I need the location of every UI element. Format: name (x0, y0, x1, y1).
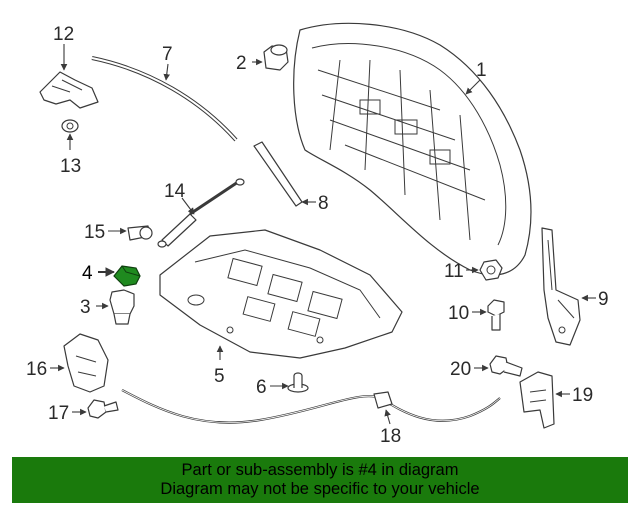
hinge-bolt[interactable] (487, 299, 505, 331)
callout-15: 15 (84, 222, 105, 243)
callout-2: 2 (236, 53, 247, 74)
callout-10: 10 (448, 303, 469, 324)
push-pin-retainer[interactable] (287, 372, 309, 393)
ball-stud[interactable] (127, 225, 153, 241)
hood-support-strut[interactable] (157, 178, 245, 248)
hinge-nut[interactable] (479, 259, 503, 281)
callout-3: 3 (80, 297, 91, 318)
hood-panel[interactable] (293, 22, 532, 276)
banner-line-1: Part or sub-assembly is #4 in diagram (181, 461, 459, 479)
callout-5: 5 (214, 366, 225, 387)
callout-11: 11 (444, 261, 464, 282)
callout-14: 14 (164, 181, 186, 202)
hood-seal-weatherstrip[interactable] (91, 56, 238, 142)
callout-4: 4 (82, 263, 93, 284)
callout-13: 13 (60, 156, 81, 177)
callout-20: 20 (450, 359, 471, 380)
bumper-stop[interactable] (263, 44, 289, 71)
callout-6: 6 (256, 377, 267, 398)
hood-edge-strip[interactable] (253, 141, 303, 207)
hood-latch-bracket[interactable] (39, 71, 99, 109)
highlighted-part-4-clip[interactable] (113, 265, 141, 287)
part-info-banner: Part or sub-assembly is #4 in diagram Di… (12, 457, 628, 503)
callout-18: 18 (380, 426, 401, 447)
callout-12: 12 (53, 24, 74, 45)
callout-1: 1 (476, 60, 487, 81)
leader-18 (384, 409, 391, 425)
hood-insulator[interactable] (159, 229, 403, 359)
bracket-bolt[interactable] (489, 355, 523, 377)
leader-1 (465, 79, 481, 95)
latch-bolt[interactable] (87, 399, 119, 419)
retainer-clip[interactable] (61, 119, 79, 133)
release-cable[interactable] (121, 389, 501, 424)
callout-16: 16 (26, 359, 47, 380)
callout-7: 7 (162, 44, 173, 65)
banner-line-2: Diagram may not be specific to your vehi… (160, 480, 480, 498)
callout-8: 8 (318, 193, 329, 214)
hood-bumper[interactable] (109, 289, 135, 325)
hood-latch[interactable] (63, 333, 109, 393)
callout-9: 9 (598, 289, 609, 310)
callout-17: 17 (48, 403, 69, 424)
release-handle-bracket[interactable] (519, 371, 555, 429)
hood-hinge[interactable] (541, 227, 581, 346)
leader-7 (163, 63, 171, 81)
parts-diagram: 1 2 3 4 5 6 7 8 9 10 11 12 13 14 15 16 1… (26, 22, 609, 447)
leader-14 (181, 197, 195, 215)
callout-19: 19 (572, 385, 593, 406)
